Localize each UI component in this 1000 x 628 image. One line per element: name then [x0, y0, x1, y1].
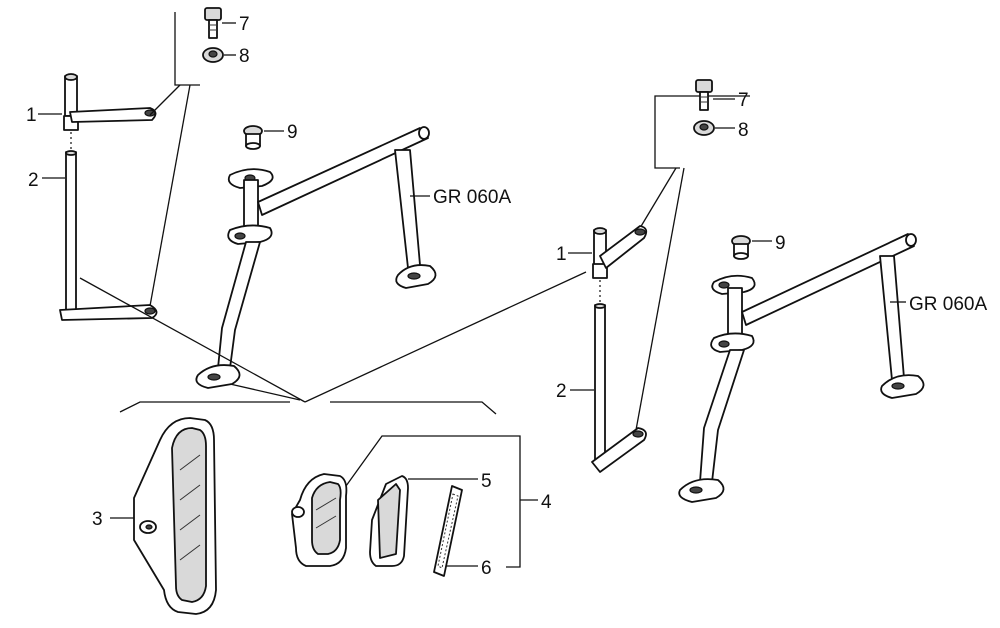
callout-right-1: 1 — [556, 244, 567, 265]
callout-left-9: 9 — [287, 122, 298, 143]
right-plug-9 — [731, 235, 751, 260]
mirror-housing-4 — [291, 473, 348, 567]
left-plug-9 — [243, 125, 263, 150]
left-hardware-bracket-line — [174, 12, 200, 86]
left-bolt-7 — [204, 7, 222, 39]
mirror-3 — [133, 417, 217, 615]
callout-left-gr060a: GR 060A — [433, 187, 511, 208]
callout-right-2: 2 — [556, 381, 567, 402]
callout-left-2: 2 — [28, 170, 39, 191]
left-rod-2 — [65, 150, 77, 313]
callout-right-gr060a: GR 060A — [909, 294, 987, 315]
right-rod-2 — [594, 303, 606, 466]
left-nut-8 — [202, 47, 224, 63]
callout-glass-5: 5 — [481, 471, 492, 492]
right-bolt-7 — [695, 79, 713, 111]
right-nut-8 — [693, 120, 715, 136]
callout-mirror-3: 3 — [92, 509, 103, 530]
right-frame — [678, 233, 925, 503]
mirror-group-bracket-left — [119, 401, 290, 413]
callout-left-8: 8 — [239, 46, 250, 67]
mirror-assembly-bracket — [345, 435, 521, 568]
callout-mirror-4: 4 — [541, 492, 552, 513]
gasket-6 — [433, 485, 463, 577]
leader-left-to-mirror — [79, 277, 306, 403]
right-bracket-1 — [592, 225, 648, 279]
mirror-group-bracket-right — [330, 401, 497, 415]
callout-left-1: 1 — [26, 105, 37, 126]
callout-right-7: 7 — [738, 90, 749, 111]
left-bracket-1 — [63, 73, 157, 131]
mirror-glass-5 — [369, 475, 409, 567]
left-assembly: 7 8 1 2 — [26, 7, 511, 389]
right-assembly: 7 8 1 2 — [556, 79, 987, 503]
right-lower-plate — [591, 427, 647, 473]
callout-right-8: 8 — [738, 120, 749, 141]
left-frame — [195, 126, 437, 389]
callout-right-9: 9 — [775, 233, 786, 254]
callout-left-7: 7 — [239, 14, 250, 35]
leader-right-to-mirror — [304, 271, 587, 403]
callout-gasket-6: 6 — [481, 558, 492, 579]
